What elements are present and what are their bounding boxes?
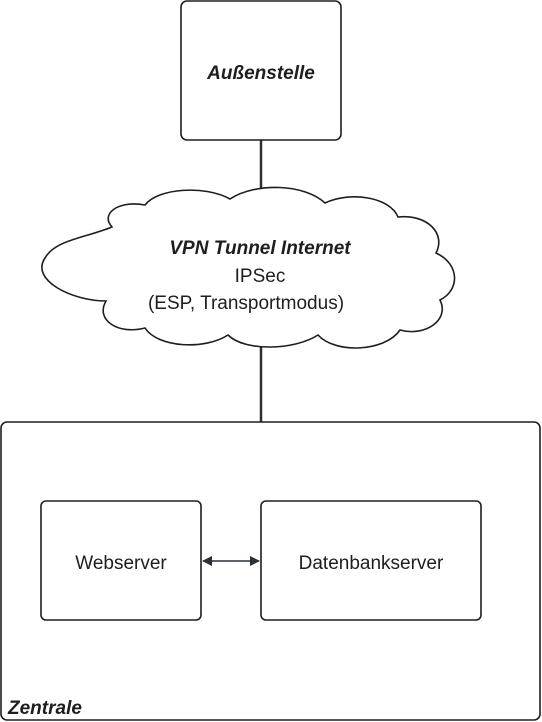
branch-box: [180, 0, 342, 141]
branch-label: Außenstelle: [206, 63, 315, 84]
dbserver-node[interactable]: Datenbankserver: [260, 500, 482, 621]
tunnel-node[interactable]: VPN Tunnel Internet IPSec (ESP, Transpor…: [41, 186, 456, 349]
tunnel-protocol: IPSec: [235, 266, 286, 287]
headquarters-label: Zentrale: [7, 698, 82, 719]
dbserver-box: [260, 500, 482, 621]
cloud-shape: [41, 186, 456, 349]
dbserver-label: Datenbankserver: [299, 553, 444, 574]
branch-node[interactable]: Außenstelle: [180, 0, 342, 141]
tunnel-mode: (ESP, Transportmodus): [148, 293, 344, 314]
webserver-box: [40, 500, 202, 621]
tunnel-title: VPN Tunnel Internet: [169, 238, 351, 259]
webserver-node[interactable]: Webserver: [40, 500, 202, 621]
webserver-label: Webserver: [75, 553, 167, 574]
